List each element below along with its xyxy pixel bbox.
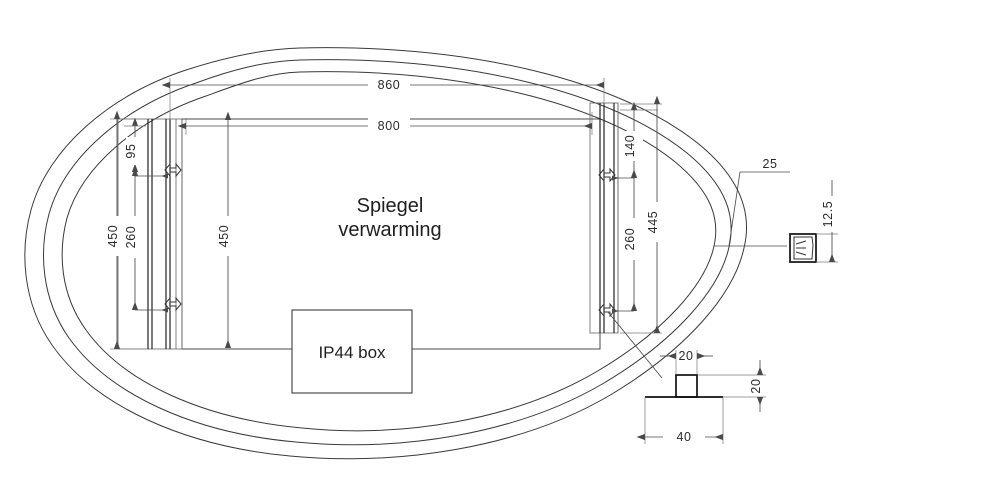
dimtext-bg-800 — [368, 117, 410, 134]
dimtext-bg-260R — [625, 218, 643, 260]
dimension-top-offset-left: 95 — [124, 117, 146, 173]
dimension-overall-height-left: 450 — [106, 110, 126, 350]
dimtext-800: 800 — [378, 119, 401, 133]
dimtext-260-right: 260 — [623, 228, 637, 251]
ip44-box-label: IP44 box — [318, 343, 386, 362]
dimtext-445: 445 — [646, 211, 660, 234]
left-bracket-lower-icon — [164, 296, 182, 312]
dimtext-20-width: 20 — [678, 349, 693, 363]
profile-section-body — [789, 233, 817, 263]
dimension-overall-width: 860 — [161, 76, 605, 120]
dimension-rail-spacing-right: 260 — [611, 169, 643, 314]
dimtext-20-height: 20 — [749, 378, 763, 393]
dimtext-95: 95 — [124, 143, 138, 158]
right-profile-detail: 12.5 — [714, 180, 841, 263]
mirror-heating-label-line1: Spiegel — [357, 195, 424, 217]
dimtext-bg-445 — [648, 202, 666, 242]
ip44-box-rect — [291, 309, 413, 394]
dimtext-40: 40 — [676, 430, 691, 444]
dimtext-450-center: 450 — [217, 225, 231, 248]
dimension-heater-height: 450 — [217, 111, 237, 349]
dimtext-bg-125 — [823, 196, 841, 232]
mirror-heating-label-line2: verwarming — [338, 219, 441, 241]
dimension-heater-width: 800 — [177, 112, 593, 135]
mirror-outline-group — [24, 47, 747, 460]
dimtext-bg-95 — [126, 137, 144, 165]
mirror-outline-middle — [43, 59, 732, 446]
mirror-heating-label-group: Spiegel verwarming — [338, 195, 441, 241]
mirror-outline-outer — [24, 47, 747, 460]
dimtext-bg-860 — [368, 76, 410, 93]
dimension-edge-offset-25: 25 — [728, 157, 790, 247]
dimtext-bg-140 — [625, 131, 643, 161]
profile-section-inner — [793, 236, 814, 260]
left-bracket-upper-icon — [164, 162, 182, 178]
dimtext-860: 860 — [378, 78, 401, 92]
mirror-outline-inner — [61, 71, 717, 432]
dimtext-bg-450L — [108, 216, 126, 256]
profile-hatch-1 — [795, 240, 807, 245]
dimtext-12-5: 12.5 — [821, 201, 835, 228]
profile-hatch-3 — [795, 251, 807, 256]
right-rail-assembly — [589, 102, 619, 334]
dimtext-bg-450C — [219, 216, 237, 256]
dimension-overall-height-right: 445 — [620, 95, 666, 334]
leader-25-vertical — [728, 171, 741, 247]
bracket-channel — [675, 374, 698, 398]
leader-bracket-from-rail — [607, 311, 663, 379]
dimtext-bg-260L — [126, 216, 144, 258]
ip44-box-group: IP44 box — [291, 309, 413, 394]
right-bracket-lower-icon — [598, 302, 616, 318]
dimension-rail-spacing-left: 260 — [124, 167, 169, 313]
dimtext-bg-40 — [663, 428, 705, 445]
dimtext-140: 140 — [623, 135, 637, 158]
dimtext-25: 25 — [762, 157, 777, 171]
right-bracket-upper-icon — [598, 167, 616, 183]
dimtext-450-left: 450 — [106, 225, 120, 248]
dimension-top-offset-right: 140 — [611, 101, 658, 181]
dimtext-260-left: 260 — [124, 226, 138, 249]
bracket-detail-group: 20 20 40 — [607, 311, 766, 445]
